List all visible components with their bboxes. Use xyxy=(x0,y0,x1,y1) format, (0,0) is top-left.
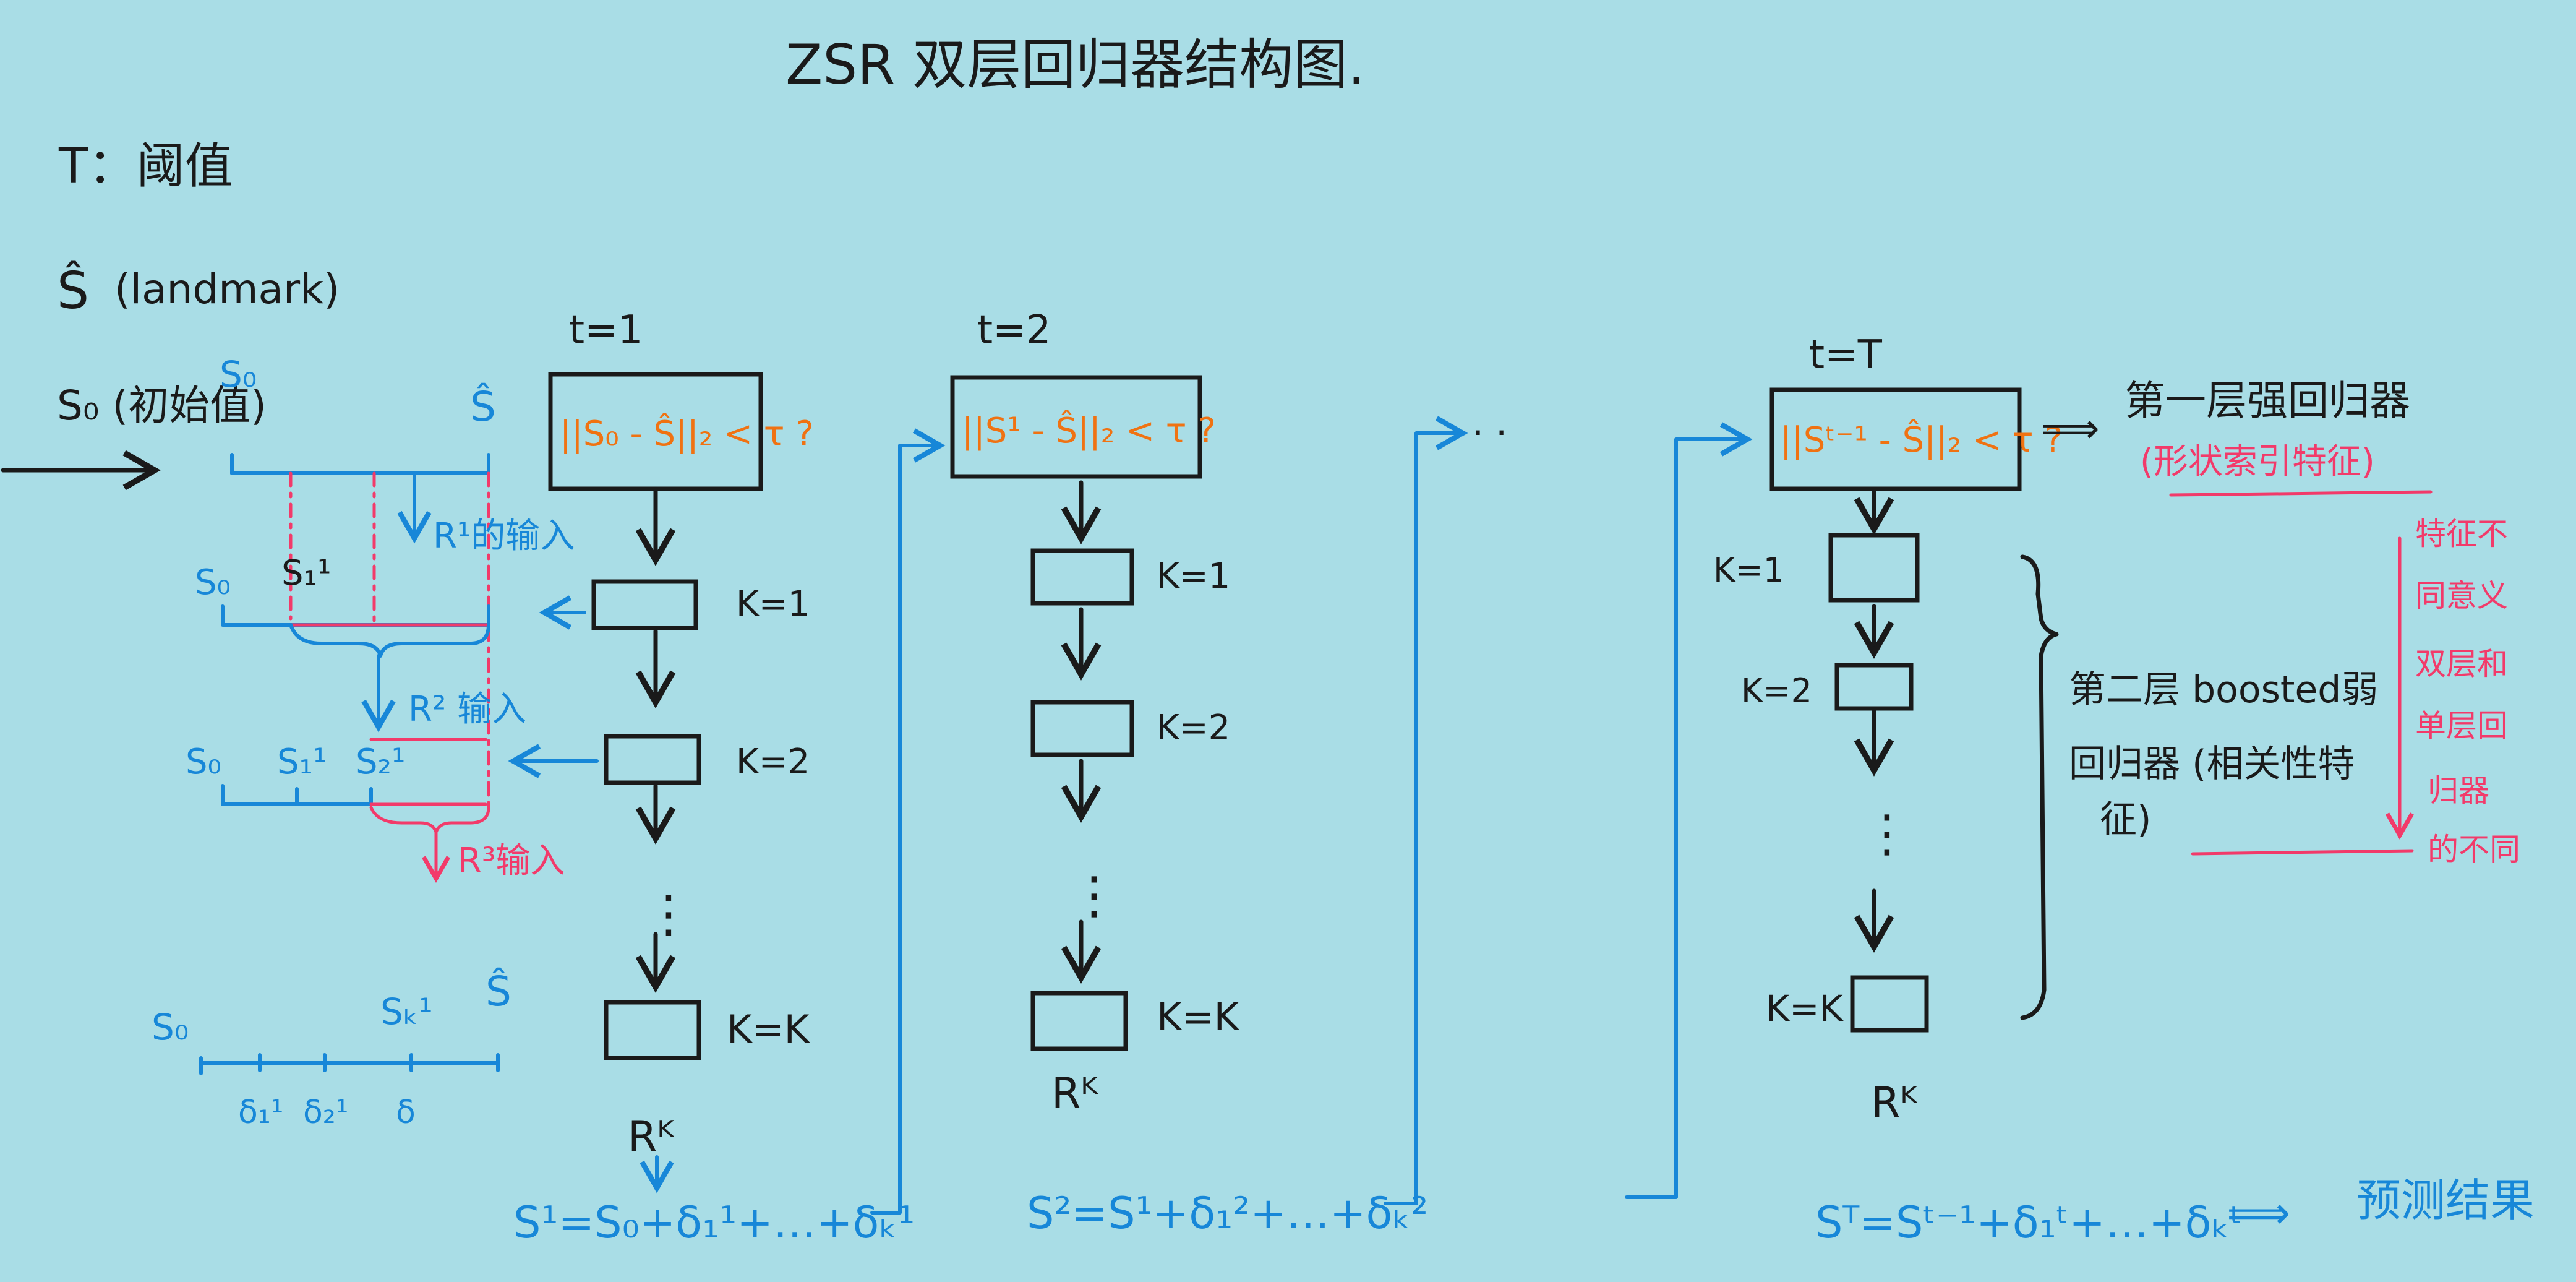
row1-input: R¹的输入 xyxy=(433,516,575,556)
second-layer-note: 第二层 boosted弱 回归器 (相关性特 征) xyxy=(2020,554,2414,1020)
first-layer-note-text: (形状索引特征) xyxy=(2140,442,2375,482)
row4-d2: δ₂¹ xyxy=(303,1094,349,1131)
row4-s0: S₀ xyxy=(152,1006,189,1048)
stage2-weak-regressor-1 xyxy=(1030,548,1134,606)
stage2-dots: ⋮ xyxy=(1069,866,1119,925)
stage-tT: t=T ||Sᵗ⁻¹ - Ŝ||₂ < τ ? K=1 K=2 ⋮ K=K Rᴷ… xyxy=(1713,332,2243,1248)
stage2-t-label: t=2 xyxy=(977,308,1051,353)
legend: T：阈值 Ŝ (landmark) S₀ (初始值) xyxy=(1,139,340,491)
diagram-title: ZSR 双层回归器结构图. xyxy=(785,33,1365,97)
row4-sk: Sₖ¹ xyxy=(380,991,433,1033)
row1-s0: S₀ xyxy=(220,353,257,395)
legend-landmark: (landmark) xyxy=(114,265,340,313)
first-layer-arrow: ⟹ xyxy=(2041,405,2100,452)
row4-d3: δ xyxy=(396,1094,416,1131)
second-layer-line2: 回归器 (相关性特 xyxy=(2069,742,2355,786)
stage1-dots: ⋮ xyxy=(643,885,694,944)
row2-s1: S₁¹ xyxy=(281,553,331,593)
stageT-t-label: t=T xyxy=(1809,332,1883,378)
stageT-weak-regressor-1 xyxy=(1828,533,1920,603)
side-note-3: 双层和 xyxy=(2415,646,2508,682)
result: ⟹ 预测结果 xyxy=(2227,1174,2535,1239)
row1-shat: Ŝ xyxy=(470,382,496,431)
side-note-5: 归器 xyxy=(2428,773,2489,809)
stage-t1: t=1 ||S₀ - Ŝ||₂ < τ ? K=1 K=2 ⋮ K=K Rᴷ S… xyxy=(508,308,915,1248)
side-note: 特征不 同意义 双层和 单层回 归器 的不同 xyxy=(2385,516,2520,867)
stage2-k1: K=1 xyxy=(1157,556,1230,596)
second-layer-line1: 第二层 boosted弱 xyxy=(2069,668,2378,712)
first-layer-label: 第一层强回归器 xyxy=(2125,377,2410,424)
side-note-2: 同意义 xyxy=(2415,578,2508,614)
stage1-output: Rᴷ xyxy=(628,1112,675,1161)
side-note-6: 的不同 xyxy=(2428,832,2520,867)
stageT-k2: K=2 xyxy=(1741,671,1812,710)
stageT-weak-regressor-2 xyxy=(1834,663,1914,711)
left-diagram: S₀ Ŝ R¹的输入 S₀ S₁¹ R² 输入 S₀ S₁¹ S₂¹ R³输入 … xyxy=(152,353,575,1131)
stageT-condition: ||Sᵗ⁻¹ - Ŝ||₂ < τ ? xyxy=(1780,420,2063,460)
legend-initial: S₀ (初始值) xyxy=(57,382,267,429)
row3-s1: S₁¹ xyxy=(277,742,327,782)
legend-threshold: T：阈值 xyxy=(58,139,233,194)
stage1-weak-regressor-2 xyxy=(604,734,701,785)
stageT-formula: Sᵀ=Sᵗ⁻¹+δ₁ᵗ+…+δₖᵗ xyxy=(1815,1197,2243,1248)
stage1-weak-regressor-k xyxy=(604,1000,701,1060)
second-layer-brace xyxy=(2020,554,2059,1020)
stage1-kk: K=K xyxy=(727,1007,810,1052)
stage2-weak-regressor-2 xyxy=(1030,700,1134,757)
row4-shat: Ŝ xyxy=(486,967,511,1015)
stageT-dots: ⋮ xyxy=(1862,804,1912,863)
stage2-condition-box xyxy=(950,375,1202,479)
stage2-formula: S²=S¹+δ₁²+…+δₖ² xyxy=(1027,1188,1428,1239)
stage2-k2: K=2 xyxy=(1157,708,1230,748)
stageT-output: Rᴷ xyxy=(1871,1078,1918,1127)
stage1-k1: K=1 xyxy=(736,584,810,624)
stageT-condition-box xyxy=(1769,387,2022,491)
row2-input: R² 输入 xyxy=(408,689,526,729)
stage2-condition: ||S¹ - Ŝ||₂ < τ ? xyxy=(962,411,1216,451)
stage-t2: t=2 ||S¹ - Ŝ||₂ < τ ? K=1 K=2 ⋮ K=K Rᴷ S… xyxy=(950,308,1428,1239)
stage1-formula: S¹=S₀+δ₁¹+…+δₖ¹ xyxy=(513,1197,915,1248)
side-note-4: 单层回 xyxy=(2415,708,2508,744)
stage-ellipsis: · · xyxy=(1472,411,1507,455)
second-layer-line3: 征) xyxy=(2100,798,2151,841)
stage2-weak-regressor-k xyxy=(1030,991,1128,1051)
row2-s0: S₀ xyxy=(195,562,231,603)
stageT-weak-regressor-k xyxy=(1850,975,1929,1033)
result-label: 预测结果 xyxy=(2356,1174,2535,1226)
stageT-kk: K=K xyxy=(1766,987,1844,1030)
row4-d1: δ₁¹ xyxy=(238,1094,284,1131)
row3-s0: S₀ xyxy=(186,742,221,782)
stage1-condition: ||S₀ - Ŝ||₂ < τ ? xyxy=(560,414,814,454)
side-note-1: 特征不 xyxy=(2415,516,2508,552)
first-layer-note: ⟹ 第一层强回归器 (形状索引特征) xyxy=(2041,377,2433,497)
row3-s2: S₂¹ xyxy=(356,742,405,782)
stageT-k1: K=1 xyxy=(1713,551,1784,590)
row3-input: R³输入 xyxy=(458,841,565,881)
stage2-output: Rᴷ xyxy=(1051,1069,1098,1118)
stage1-k2: K=2 xyxy=(736,742,810,782)
stage1-t-label: t=1 xyxy=(569,308,643,353)
legend-landmark-symbol: Ŝ xyxy=(57,260,89,320)
stage1-weak-regressor-1 xyxy=(591,579,698,630)
result-arrow: ⟹ xyxy=(2227,1187,2290,1239)
stage2-kk: K=K xyxy=(1157,994,1240,1039)
